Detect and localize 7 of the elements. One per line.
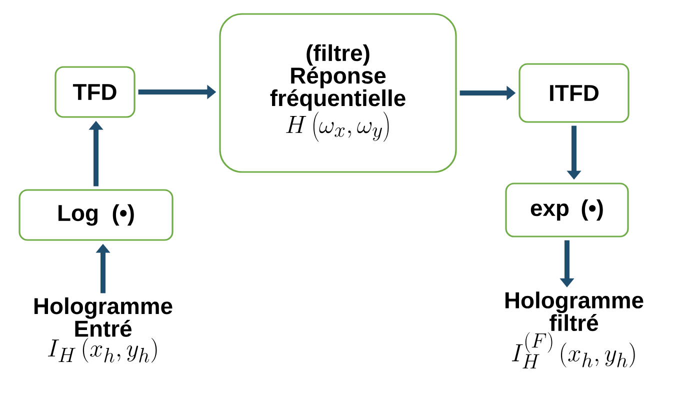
- process-box: Log (•): [18, 189, 174, 241]
- process-box: TFD: [54, 66, 136, 118]
- process-box: exp (•): [505, 182, 629, 238]
- process-box: (filtre) Réponse fréquentielle $H\left(\omega_x,\omega_y\right)$: [219, 13, 457, 173]
- signal-label: Hologramme filtré $I_H^{(F)}\left(x_h,y_h\right)$: [506, 292, 644, 368]
- signal-label: Hologramme Entré $I_H\left(x_h,y_h\right)$: [34, 297, 172, 363]
- process-box: ITFD: [518, 63, 630, 123]
